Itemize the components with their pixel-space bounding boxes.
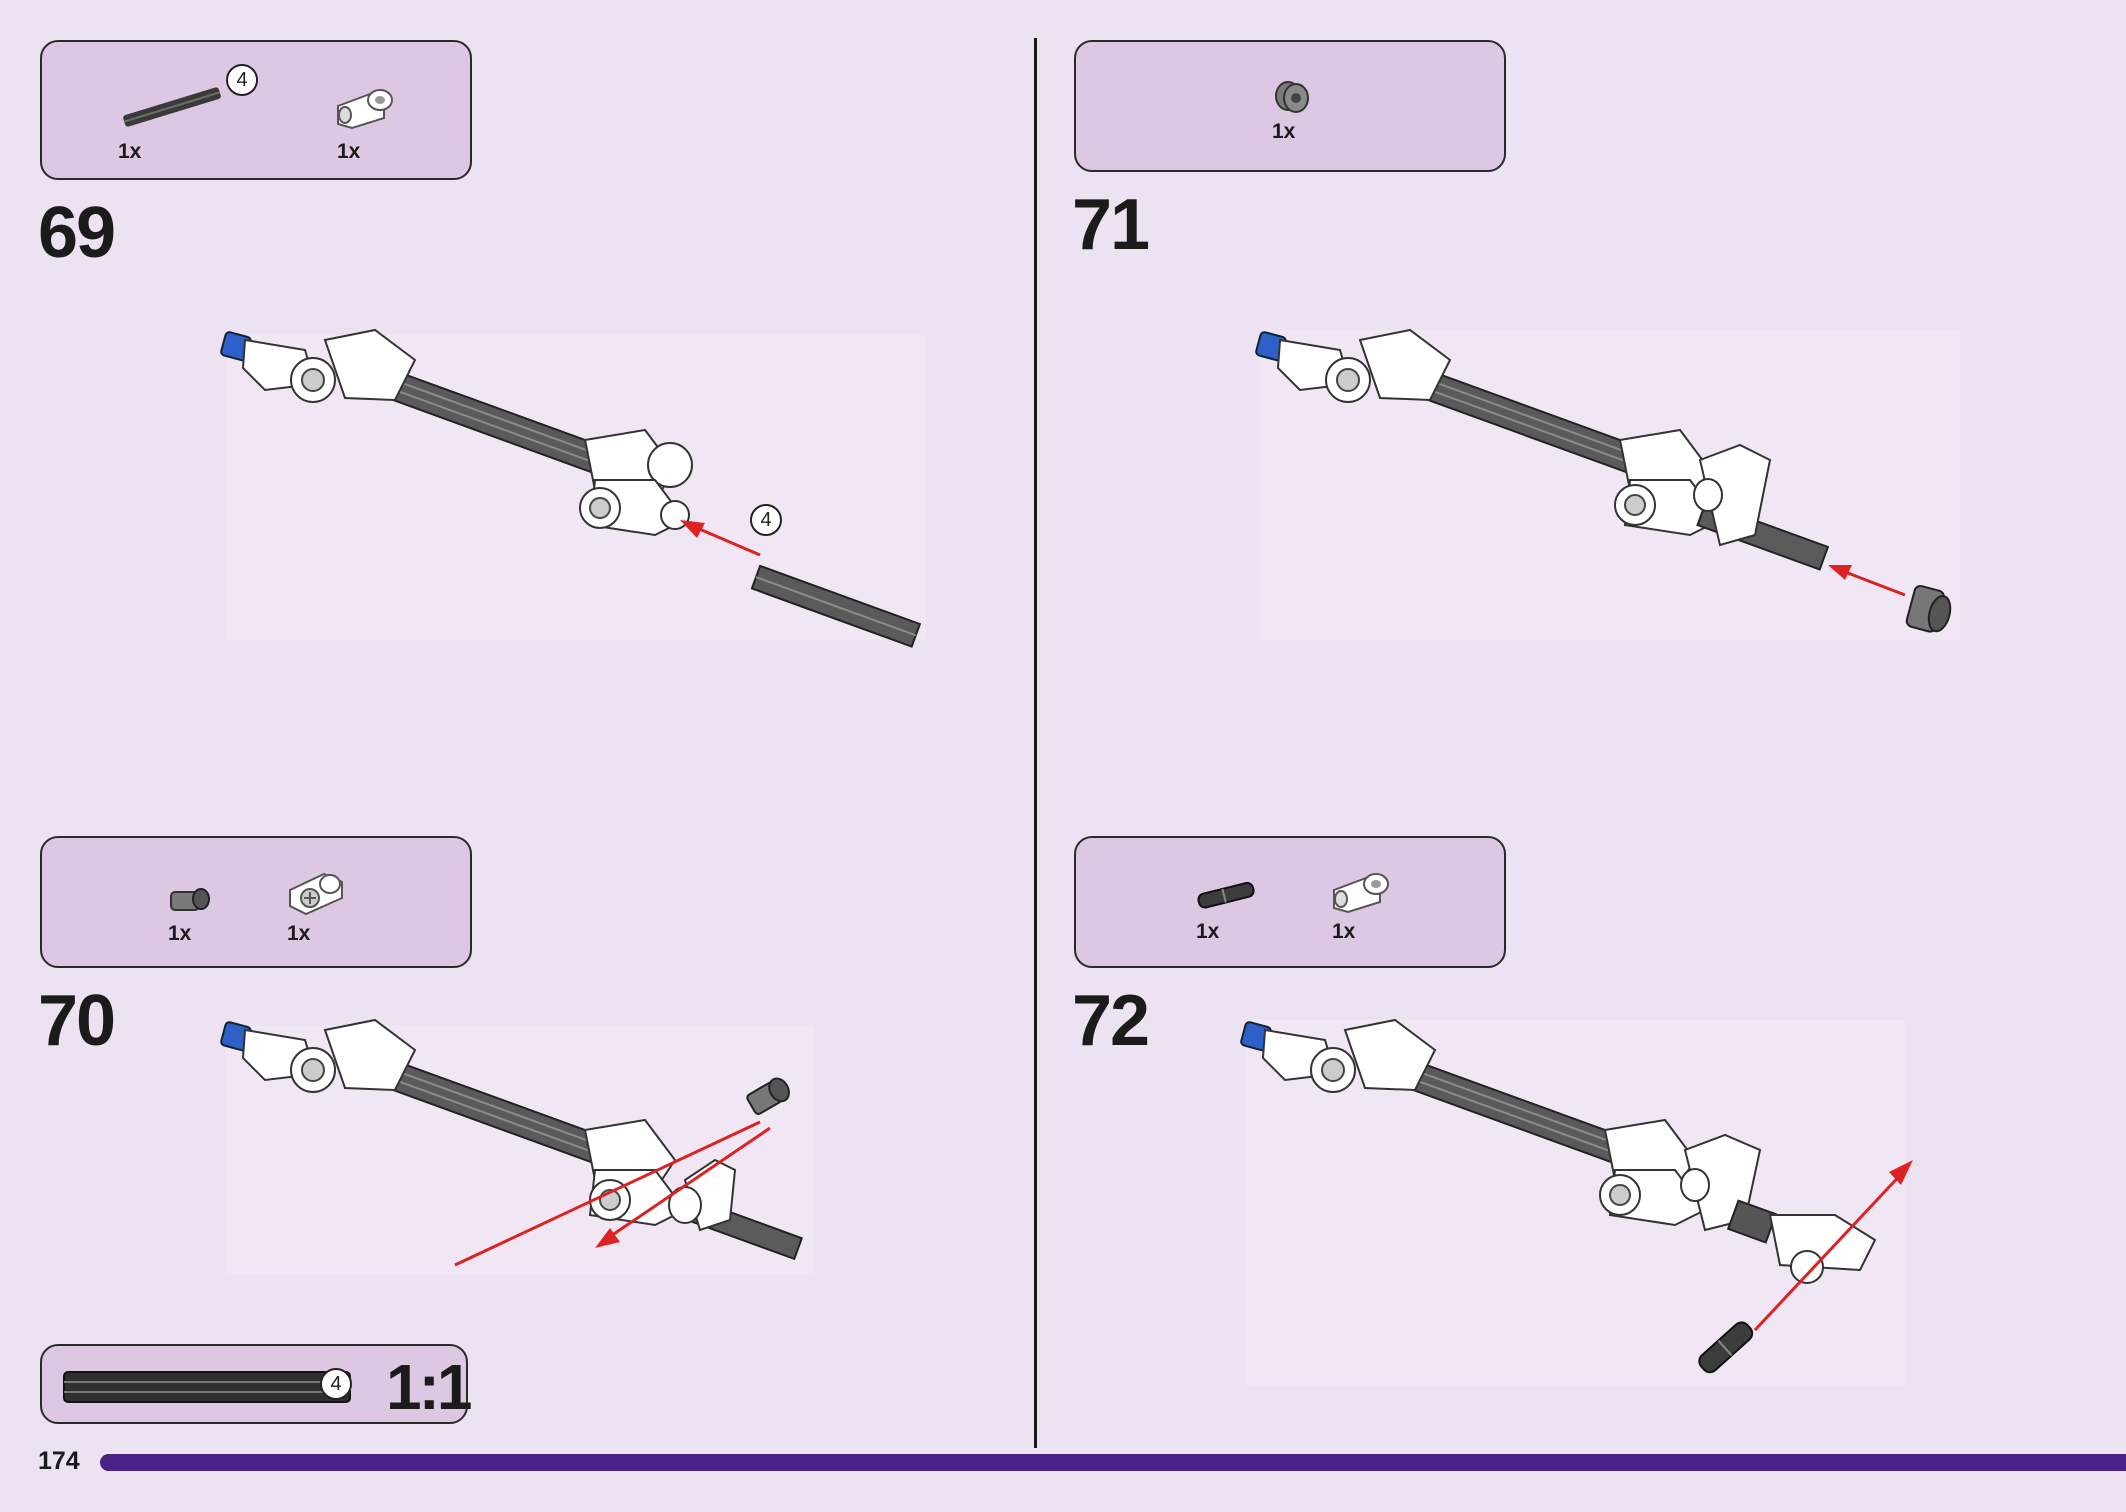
part-quantity: 1x — [337, 140, 361, 163]
angle-connector-icon — [1330, 868, 1392, 918]
step-72-parts-box: 1x 1x — [1074, 836, 1506, 968]
step-70-parts-box: 1x 1x — [40, 836, 472, 968]
part-quantity: 1x — [287, 922, 311, 945]
part-length-callout: 4 — [226, 64, 258, 96]
part-quantity: 1x — [168, 922, 192, 945]
part-quantity: 1x — [1196, 920, 1220, 943]
step-number: 69 — [38, 193, 116, 273]
cross-block-icon — [284, 866, 348, 918]
step-71-parts-box: 1x — [1074, 40, 1506, 172]
step-69-assembly — [220, 328, 922, 648]
step-number: 70 — [38, 981, 116, 1061]
step-70-assembly — [220, 1018, 804, 1267]
page-divider — [1034, 38, 1037, 1448]
page-number: 174 — [38, 1447, 80, 1475]
axle-length-callout: 4 — [750, 504, 782, 536]
axle-4-scale-icon — [63, 1371, 351, 1403]
scale-label: 1:1 — [386, 1351, 472, 1423]
scale-length-callout: 4 — [320, 1368, 352, 1400]
step-71-assembly — [1255, 328, 1952, 633]
friction-pin-icon — [1194, 878, 1260, 912]
footer-bar — [100, 1454, 2126, 1471]
step-number: 71 — [1072, 185, 1150, 265]
scale-box: 4 1:1 — [40, 1344, 472, 1424]
step-69-parts-box: 4 1x 1x — [40, 40, 472, 180]
step-number: 72 — [1072, 981, 1150, 1061]
part-quantity: 1x — [118, 140, 142, 163]
part-quantity: 1x — [1272, 120, 1296, 143]
part-quantity: 1x — [1332, 920, 1356, 943]
step-72-stage — [1245, 1020, 1905, 1385]
step-72-assembly — [1240, 1018, 1913, 1374]
axle-4-icon — [117, 82, 227, 132]
angle-connector-icon — [334, 84, 396, 134]
bush-icon — [1270, 76, 1314, 116]
bush-pin-icon — [167, 882, 213, 918]
